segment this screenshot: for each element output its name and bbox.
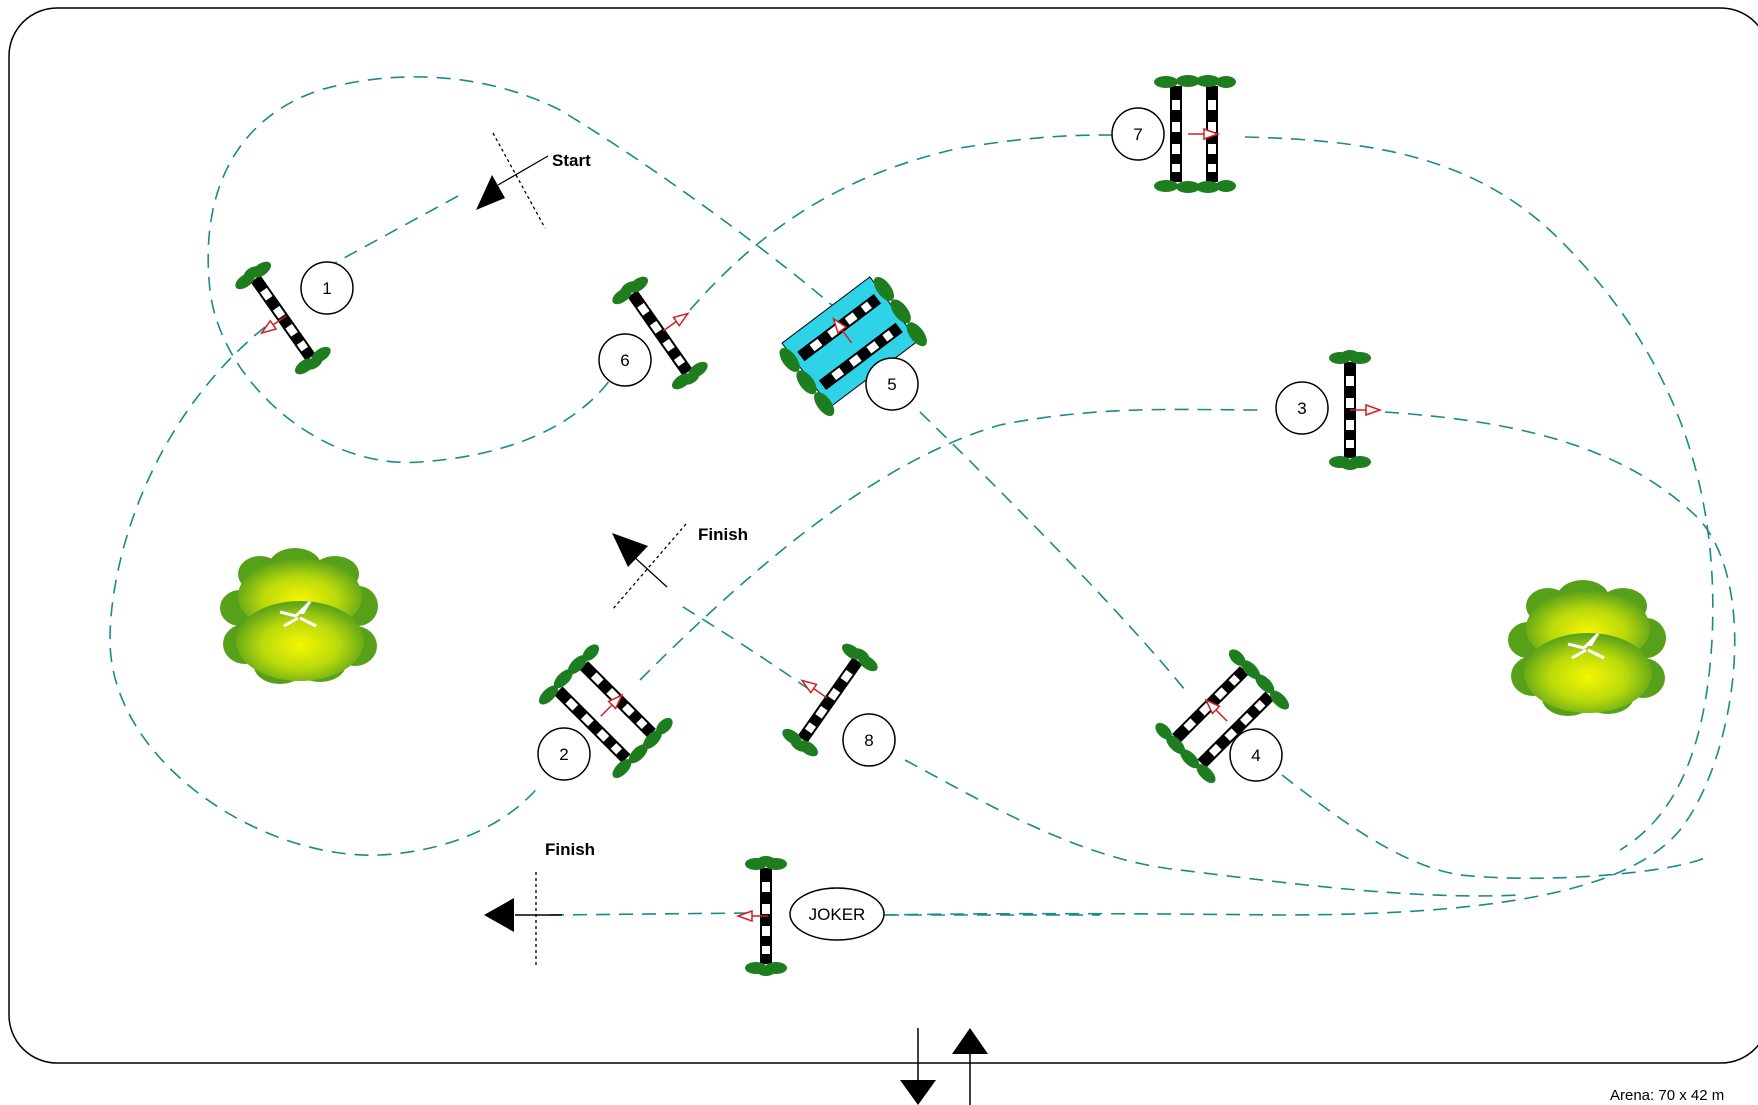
svg-text:JOKER: JOKER [809, 905, 866, 924]
jump-4-marker: 4 [1229, 728, 1283, 782]
up-arrow-icon [952, 1028, 988, 1054]
finish-joker-arrow-icon [484, 898, 514, 932]
svg-text:3: 3 [1297, 399, 1306, 418]
svg-text:6: 6 [620, 351, 629, 370]
svg-text:8: 8 [864, 731, 873, 750]
svg-text:4: 4 [1251, 746, 1260, 765]
jump-3-marker: 3 [1275, 381, 1329, 435]
jump-7-marker: 7 [1111, 107, 1165, 161]
svg-text:5: 5 [887, 375, 896, 394]
finish-line-joker: Finish [484, 840, 595, 968]
start-line: Start [476, 132, 591, 229]
tree-left-icon [218, 546, 380, 686]
finish-line-main: Finish [611, 523, 748, 611]
jump-1-marker: 1 [300, 261, 354, 315]
svg-text:2: 2 [559, 745, 568, 764]
joker-jump [737, 856, 787, 976]
jump-7 [1154, 75, 1236, 193]
svg-text:7: 7 [1133, 125, 1142, 144]
entrance-arrows [900, 1028, 988, 1105]
jump-6-marker: 6 [598, 333, 652, 387]
finish-label-joker: Finish [545, 840, 595, 859]
down-arrow-icon [900, 1080, 936, 1105]
joker-marker: JOKER [789, 887, 885, 941]
start-arrow-icon [476, 175, 505, 210]
start-label: Start [552, 151, 591, 170]
jump-5-marker: 5 [865, 357, 919, 411]
jump-8-marker: 8 [842, 713, 896, 767]
arena-size-label: Arena: 70 x 42 m [1610, 1087, 1724, 1104]
tree-right-icon [1506, 578, 1668, 718]
jump-2-marker: 2 [537, 727, 591, 781]
finish-arrow-icon [612, 533, 648, 567]
finish-label-main: Finish [698, 525, 748, 544]
arena-border [8, 7, 1758, 1064]
course-path [109, 76, 1736, 916]
svg-text:1: 1 [322, 279, 331, 298]
jump-3 [1329, 350, 1381, 470]
